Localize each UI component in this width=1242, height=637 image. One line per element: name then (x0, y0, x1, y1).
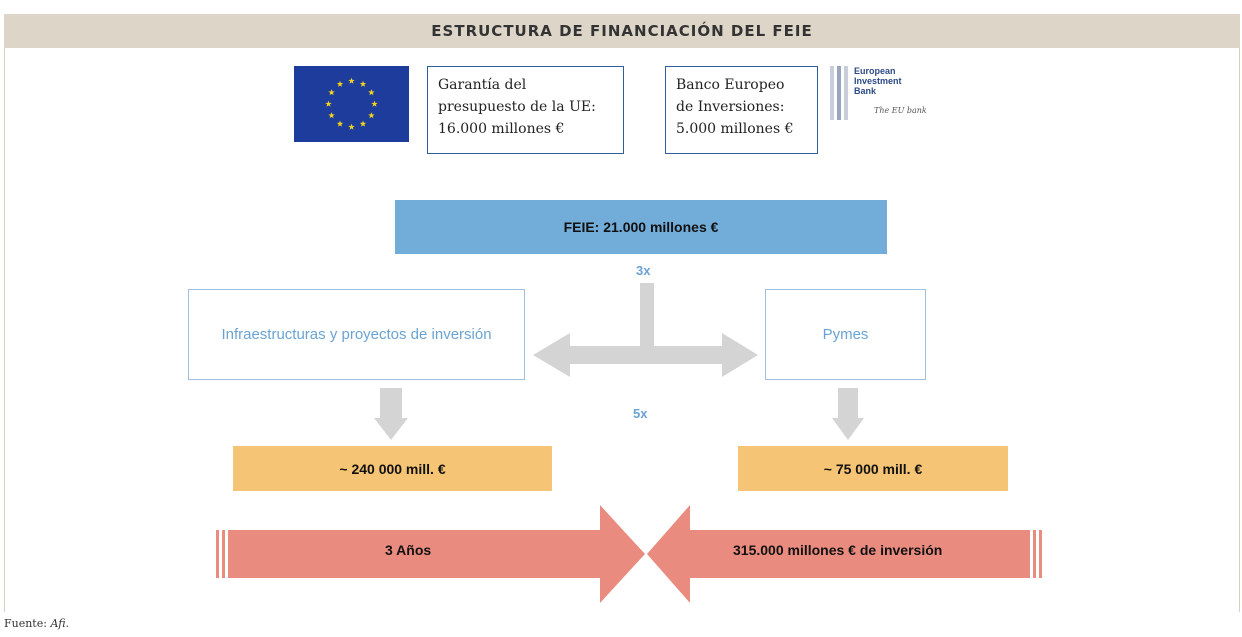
eu-flag-icon (294, 66, 409, 142)
source-suffix: . (65, 617, 70, 630)
vertical-stem (640, 283, 654, 355)
figure-title: ESTRUCTURA DE FINANCIACIÓN DEL FEIE (4, 14, 1240, 48)
investment-arrow (647, 505, 1030, 603)
eu-star-icon (336, 120, 344, 127)
eu-star-icon (325, 100, 332, 107)
eib-logo-icon: European Investment Bank The EU bank (828, 66, 988, 146)
figure-frame (4, 14, 1240, 612)
eib-logo-wordmark: European Investment Bank (854, 66, 902, 96)
investment-label: 315.000 millones € de inversión (733, 542, 943, 558)
eu-guarantee-line: presupuesto de la UE: (438, 99, 596, 115)
band-stripe (222, 530, 225, 578)
eib-funding-line: de Inversiones: (676, 99, 785, 115)
eu-star-icon (328, 89, 335, 96)
infrastructure-amount: ~ 240 000 mill. € (233, 446, 552, 491)
eu-guarantee-box: Garantía del presupuesto de la UE: 16.00… (427, 66, 624, 154)
eib-logo-bar (837, 66, 841, 120)
multiplier-3x: 3x (636, 263, 651, 278)
band-stripe (1033, 530, 1036, 578)
eib-funding-line: Banco Europeo (676, 77, 785, 93)
band-stripe (1039, 530, 1042, 578)
eu-star-icon (368, 112, 375, 119)
sme-box: Pymes (765, 289, 926, 380)
right-down-arrow (832, 388, 864, 440)
years-label: 3 Años (385, 542, 432, 558)
eib-funding-line: 5.000 millones € (676, 121, 794, 137)
multiplier-5x: 5x (633, 406, 648, 421)
eib-logo-line: Bank (854, 86, 877, 96)
eu-star-icon (368, 89, 375, 96)
eu-star-icon (348, 123, 355, 130)
eu-star-icon (359, 80, 367, 87)
eu-star-icon (359, 120, 367, 127)
eib-logo-bar (844, 66, 848, 120)
band-stripe (216, 530, 219, 578)
eu-guarantee-line: 16.000 millones € (438, 121, 565, 137)
split-double-arrow (533, 333, 758, 377)
eu-star-icon (336, 80, 344, 87)
left-down-arrow (374, 388, 408, 440)
eu-star-icon (328, 112, 335, 119)
source-note: Fuente: Afi. (4, 617, 69, 630)
infrastructure-box: Infraestructuras y proyectos de inversió… (188, 289, 525, 380)
eu-guarantee-line: Garantía del (438, 77, 527, 93)
source-name: Afi (50, 617, 66, 630)
eib-logo-tagline: The EU bank (874, 106, 927, 115)
eu-star-icon (348, 77, 355, 84)
eib-funding-box: Banco Europeo de Inversiones: 5.000 mill… (665, 66, 818, 154)
eib-logo-line: European (854, 66, 896, 76)
feie-box: FEIE: 21.000 millones € (395, 200, 887, 254)
eu-star-icon (371, 100, 378, 107)
source-prefix: Fuente: (4, 617, 51, 630)
years-arrow (228, 505, 645, 603)
eib-logo-bar (830, 66, 834, 120)
eu-stars (325, 77, 378, 130)
sme-amount: ~ 75 000 mill. € (738, 446, 1008, 491)
eib-logo-line: Investment (854, 76, 902, 86)
